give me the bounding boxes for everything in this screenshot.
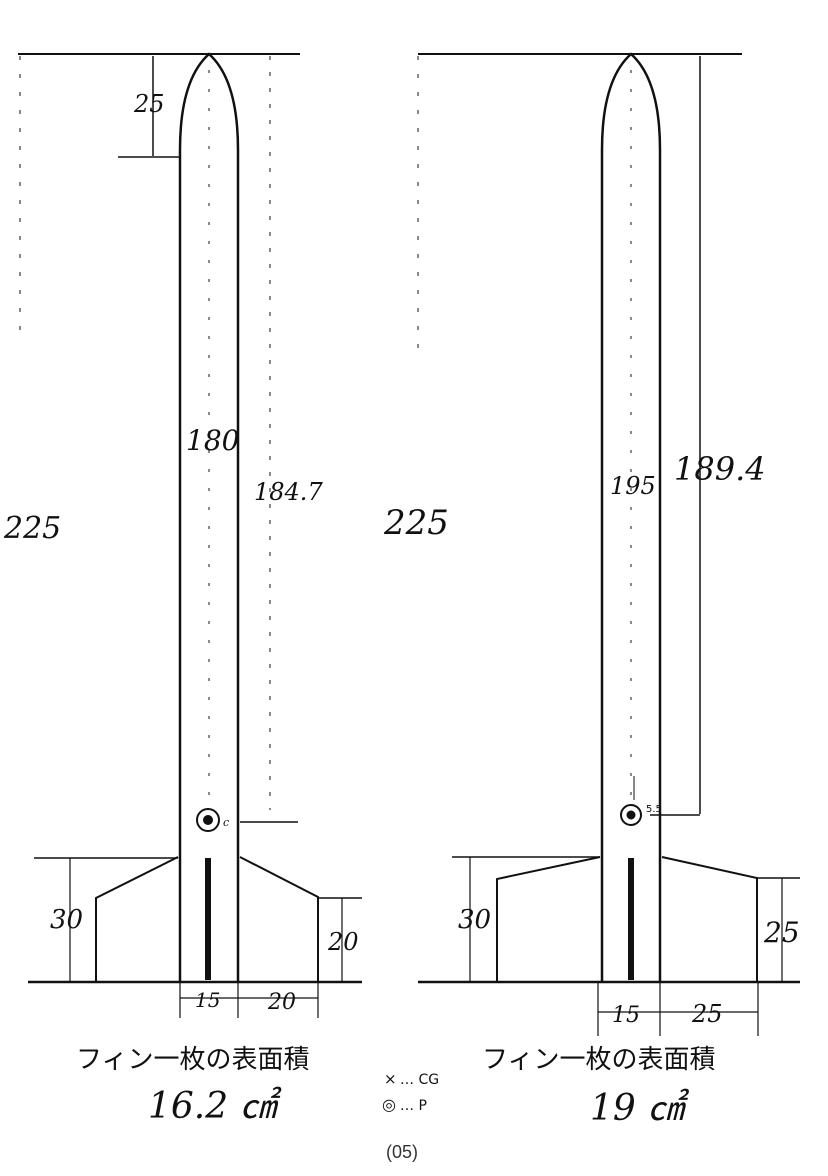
legend-cp-text: … P [400,1098,427,1114]
left-cg-marker [203,815,213,825]
left-fin-root-label: 30 [50,905,83,935]
left-span-label: 20 [267,990,296,1015]
right-fin-tip-label: 25 [763,916,800,949]
right-width-label: 15 [612,1003,640,1028]
left-cp-marker [196,808,220,832]
legend-cg-symbol: × [384,1070,397,1088]
left-cp-label: 184.7 [254,478,323,506]
right-cp-label: 189.4 [674,450,766,488]
right-caption-area: 19 ㎠ [590,1088,690,1129]
left-caption-area: 16.2 ㎠ [148,1086,283,1127]
right-fin-right [661,856,758,982]
legend-cp-symbol: ◎ [382,1095,396,1114]
left-fin-left [95,856,179,982]
right-caption-title: フィン一枚の表面積 [482,1045,715,1075]
left-nose-label: 25 [133,90,165,118]
left-total-label: 225 [3,511,61,546]
right-cg-marker [626,810,636,820]
right-total-label: 225 [383,503,449,543]
page-number: (05) [386,1142,418,1162]
legend-cg-text: … CG [400,1072,439,1088]
left-fin-right [239,856,319,982]
legend: × … CG ◎ … P [382,1070,439,1114]
left-body-outline [178,52,240,982]
left-body-label: 180 [186,424,239,457]
left-caption-title: フィン一枚の表面積 [76,1045,309,1075]
right-body-outline [600,52,662,982]
right-cp-offset-label: 5.5 [646,804,662,815]
right-fin-root-label: 30 [458,905,491,935]
left-fin-tip-label: 20 [327,928,359,956]
left-cp-note: c [223,816,229,829]
left-rocket [18,52,362,1018]
right-span-label: 25 [691,1000,723,1028]
right-rocket [417,52,800,1036]
right-cp-marker [620,804,642,826]
right-fin-left [496,856,601,982]
right-body-label: 195 [610,472,656,500]
left-width-label: 15 [195,988,220,1012]
